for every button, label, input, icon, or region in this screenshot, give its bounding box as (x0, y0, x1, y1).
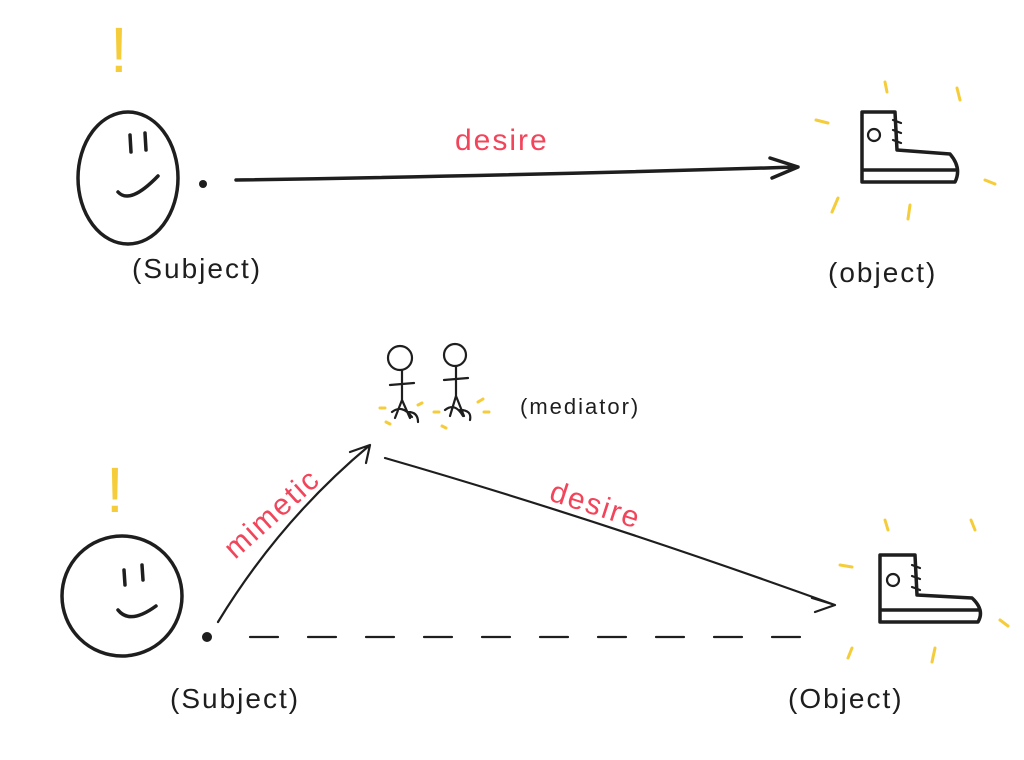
desire-label: desire (455, 124, 549, 157)
arrow (234, 156, 800, 182)
mediator-label: (mediator) (520, 394, 640, 419)
object-label: (object) (828, 257, 937, 288)
shine-icon (814, 80, 997, 221)
desire-label: desire (546, 475, 645, 535)
subject-label: (Subject) (170, 683, 300, 714)
subject-dot (199, 180, 207, 188)
arrow (383, 456, 837, 614)
boot-icon (860, 110, 960, 184)
boot-icon (878, 553, 983, 624)
subject-face (60, 534, 184, 658)
arrow (216, 443, 372, 624)
smile-face-icon (116, 563, 158, 619)
top-subject: ! (Subject) (76, 14, 262, 284)
subject-label: (Subject) (132, 253, 262, 284)
shine-icon (838, 518, 1010, 664)
mediator: (mediator) (378, 342, 640, 430)
bottom-subject: ! (Subject) (60, 454, 300, 714)
top-object: (object) (814, 80, 997, 288)
subject-face (76, 110, 180, 246)
alert-mark: ! (110, 14, 128, 86)
subject-dot (202, 632, 212, 642)
top-desire-arrow: desire (234, 124, 800, 182)
bottom-object: (Object) (788, 518, 1010, 714)
mediated-desire-arrow: desire (383, 456, 837, 614)
stick-figure-icon (378, 344, 424, 426)
stick-figure-icon (432, 342, 491, 430)
mimetic-label: mimetic (218, 462, 327, 565)
mimetic-arrow: mimetic (216, 443, 372, 624)
alert-mark: ! (106, 454, 124, 526)
smile-face-icon (116, 131, 160, 198)
object-label: (Object) (788, 683, 904, 714)
